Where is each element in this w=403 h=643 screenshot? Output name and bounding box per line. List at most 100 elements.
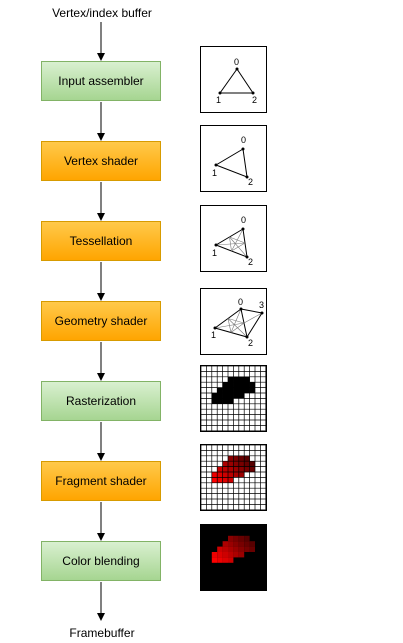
pixel-cell <box>244 387 250 393</box>
pixel-cell <box>238 546 245 552</box>
stage-fragment-shader: Fragment shader <box>41 461 161 501</box>
pixel-cell <box>244 376 250 383</box>
vertex-label-0: 0 <box>241 135 246 145</box>
pixel-cell <box>233 376 239 383</box>
pixel-cell <box>222 393 228 399</box>
pixel-cell <box>233 546 239 552</box>
pixel-cell <box>222 541 228 547</box>
stage-rasterization: Rasterization <box>41 381 161 421</box>
pixel-cell <box>217 398 223 404</box>
pixel-cell <box>238 461 245 467</box>
pixel-cell <box>222 472 228 478</box>
vertex-label-1: 1 <box>212 168 217 178</box>
pixel-cell <box>233 535 239 542</box>
pixel-cell <box>233 541 239 547</box>
pixel-cell <box>244 455 250 462</box>
stage-label: Geometry shader <box>54 314 148 328</box>
pixel-cell <box>238 552 245 558</box>
stage-vertex-shader: Vertex shader <box>41 141 161 181</box>
pixel-cell <box>228 552 234 558</box>
pixel-cell <box>217 466 223 472</box>
stage-label: Input assembler <box>58 74 144 88</box>
pixel-cell <box>211 472 218 478</box>
pixel-cell <box>244 535 250 542</box>
pixel-cell <box>222 398 228 404</box>
pixel-cell <box>244 541 250 547</box>
pixel-cell <box>222 546 228 552</box>
vertex-label-0: 0 <box>234 57 239 67</box>
pixel-cell <box>217 477 223 483</box>
pixel-cell <box>222 382 228 388</box>
pixel-cell <box>233 466 239 472</box>
pixel-cell <box>233 393 239 399</box>
triangle-shape <box>219 68 254 94</box>
pixel-cell <box>228 535 234 542</box>
pixel-cell <box>233 382 239 388</box>
pixel-cell <box>217 557 223 563</box>
pixel-cell <box>228 472 234 478</box>
pixel-cell <box>222 477 228 483</box>
vertex-dot <box>214 243 218 247</box>
pixel-cell <box>211 557 218 563</box>
vertex-dot <box>235 67 239 71</box>
pixel-cell <box>217 552 223 558</box>
vertex-label-2: 2 <box>252 95 257 105</box>
vertex-dot <box>245 175 249 179</box>
stage-label: Vertex shader <box>63 154 139 168</box>
vertex-dot <box>245 335 249 339</box>
pixel-cell <box>217 472 223 478</box>
pixel-cell <box>244 466 250 472</box>
vertex-dot <box>260 311 264 315</box>
vertex-label-1: 1 <box>212 248 217 258</box>
pixel-cell <box>233 472 239 478</box>
vertex-dot <box>251 91 255 95</box>
framebuffer-label: Framebuffer <box>69 626 135 640</box>
vertex-dot <box>218 91 222 95</box>
triangle-panel-tessellation: 0 1 2 <box>200 205 267 272</box>
pixel-cell <box>238 455 245 462</box>
pixel-cell <box>249 461 255 467</box>
stage-tessellation: Tessellation <box>41 221 161 261</box>
pixel-cell <box>238 393 245 399</box>
vertex-label-2: 2 <box>248 257 253 267</box>
pixel-cell <box>222 461 228 467</box>
stage-color-blending: Color blending <box>41 541 161 581</box>
pixel-cell <box>228 455 234 462</box>
pixel-cell <box>244 461 250 467</box>
pixel-cell <box>238 472 245 478</box>
pixel-cell <box>228 393 234 399</box>
pixel-cell <box>233 461 239 467</box>
pixel-cell <box>228 387 234 393</box>
fragment-grid-panel <box>200 444 267 511</box>
triangle-panel-vertex: 0 1 2 <box>200 125 267 192</box>
stage-input-assembler: Input assembler <box>41 61 161 101</box>
pixel-cell <box>228 477 234 483</box>
vertex-label-2: 2 <box>248 338 253 348</box>
pixel-cell <box>249 387 255 393</box>
pixel-cell <box>211 393 218 399</box>
blend-panel <box>200 524 267 591</box>
pixel-cell <box>249 546 255 552</box>
pixel-cell <box>222 387 228 393</box>
pixel-cell <box>238 535 245 542</box>
pixel-cell <box>238 466 245 472</box>
pixel-cell <box>228 398 234 404</box>
pixel-cell <box>228 382 234 388</box>
pixel-cell <box>228 466 234 472</box>
pixel-cell <box>211 477 218 483</box>
pixel-cell <box>238 376 245 383</box>
pixel-cell <box>217 393 223 399</box>
stage-geometry-shader: Geometry shader <box>41 301 161 341</box>
stage-label: Color blending <box>62 554 140 568</box>
pixel-cell <box>228 541 234 547</box>
pixel-cell <box>211 552 218 558</box>
pixel-cell <box>244 382 250 388</box>
pixel-cell <box>249 466 255 472</box>
pixel-cell <box>233 552 239 558</box>
input-buffer-label: Vertex/index buffer <box>52 6 152 20</box>
pixel-cell <box>244 546 250 552</box>
pixel-cell <box>238 382 245 388</box>
pixel-cell <box>228 376 234 383</box>
triangle-shape <box>213 308 248 338</box>
